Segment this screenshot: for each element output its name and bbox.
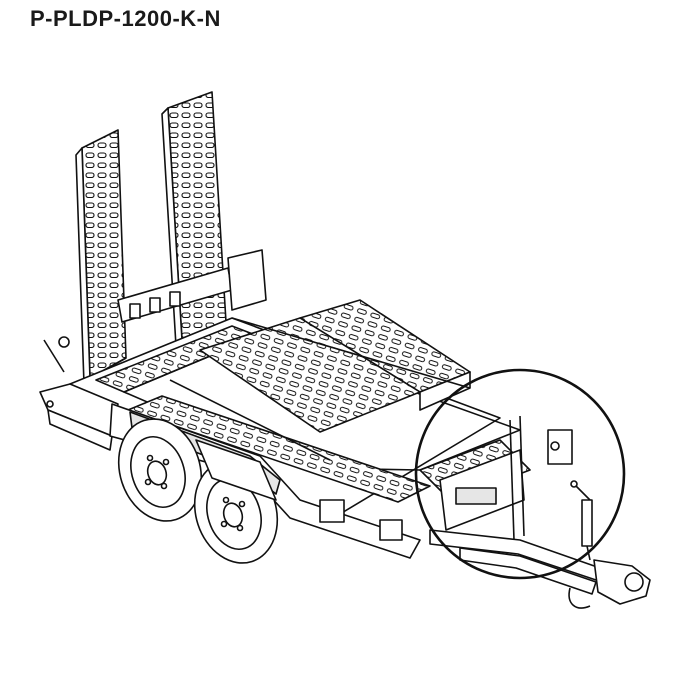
wheel-rear: [117, 418, 203, 522]
wheel-fender: [195, 439, 277, 501]
page-title: P-PLDP-1200-K-N: [30, 6, 221, 31]
front-headboard: [419, 415, 573, 541]
rear-crossmember: [117, 249, 267, 323]
jockey-wheel: [570, 480, 593, 561]
rear-ramp-left: [75, 129, 127, 385]
trailer-deck: [69, 299, 521, 521]
drawbar: [429, 529, 651, 609]
highlight-circle: [414, 368, 626, 580]
